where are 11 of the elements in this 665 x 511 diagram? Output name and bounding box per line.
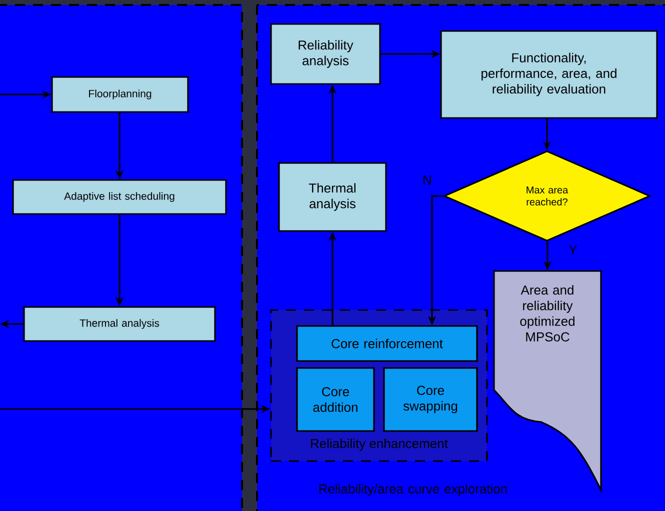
process-box: Thermal analysis [23, 306, 216, 342]
process-box: Core reinforcement [296, 325, 478, 362]
process-box: Adaptive list scheduling [12, 179, 227, 215]
process-box: Functionality, performance, area, and reliability evaluation [440, 30, 658, 119]
process-box: Core addition [296, 367, 375, 432]
process-box: Reliability analysis [270, 23, 381, 85]
process-box: Floorplanning [51, 76, 189, 113]
edge-label: N [424, 176, 431, 184]
process-box: Thermal analysis [278, 162, 387, 232]
edge-label: Y [568, 245, 578, 254]
process-box: Core swapping [383, 367, 478, 432]
